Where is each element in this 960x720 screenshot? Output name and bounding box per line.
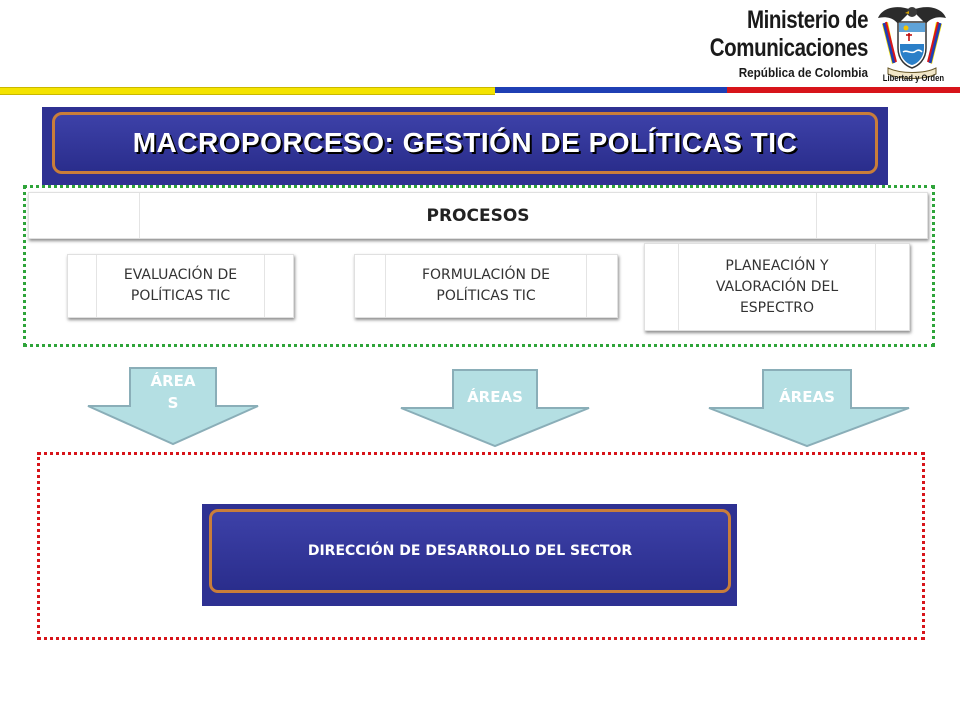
process-label-line-1: EVALUACIÓN DE <box>123 267 238 283</box>
processes-container <box>23 185 935 347</box>
flag-stripe-red <box>727 87 960 93</box>
direction-box: DIRECCIÓN DE DESARROLLO DEL SECTOR <box>209 509 731 593</box>
process-card-label: PLANEACIÓN Y VALORACIÓN DEL ESPECTRO <box>716 256 838 319</box>
flag-stripe-blue <box>495 87 727 93</box>
crest-motto: Libertad y Orden <box>882 73 944 83</box>
processes-header-label: PROCESOS <box>426 205 530 226</box>
arrow-label-1: ÁREA S <box>130 370 216 414</box>
process-label-line-2: VALORACIÓN DEL <box>715 278 839 295</box>
process-label-line-2: POLÍTICAS TIC <box>436 288 536 304</box>
arrow-label-line-1: ÁREA <box>150 372 196 390</box>
down-arrow-icon <box>87 367 259 446</box>
down-arrow-icon <box>400 369 590 448</box>
process-card-evaluacion: EVALUACIÓN DE POLÍTICAS TIC <box>67 254 294 318</box>
ministry-name: Ministerio de Comunicaciones República d… <box>675 6 869 80</box>
arrow-label-3: ÁREAS <box>779 388 835 406</box>
process-card-label: EVALUACIÓN DE POLÍTICAS TIC <box>124 265 237 307</box>
ministry-line-2: Comunicaciones <box>709 34 869 62</box>
process-label-line-2: POLÍTICAS TIC <box>130 288 231 304</box>
arrow-label-line-2: S <box>167 394 179 412</box>
process-label-line-1: PLANEACIÓN Y <box>725 257 829 274</box>
ministry-line-1: Ministerio de <box>746 6 869 34</box>
process-label-line-1: FORMULACIÓN DE <box>421 267 551 283</box>
macroprocess-title-box: MACROPORCESO: GESTIÓN DE POLÍTICAS TIC <box>52 112 878 174</box>
direction-container <box>37 452 925 640</box>
process-label-line-3: ESPECTRO <box>739 299 815 316</box>
down-arrow-icon <box>708 369 910 448</box>
ministry-country: República de Colombia <box>738 65 868 80</box>
direction-label: DIRECCIÓN DE DESARROLLO DEL SECTOR <box>307 543 633 559</box>
processes-header: PROCESOS <box>28 192 928 239</box>
process-card-planeacion: PLANEACIÓN Y VALORACIÓN DEL ESPECTRO <box>644 243 910 331</box>
flag-stripe-yellow <box>0 87 495 95</box>
process-card-label: FORMULACIÓN DE POLÍTICAS TIC <box>422 265 550 307</box>
process-card-formulacion: FORMULACIÓN DE POLÍTICAS TIC <box>354 254 618 318</box>
macroprocess-title: MACROPORCESO: GESTIÓN DE POLÍTICAS TIC <box>132 127 798 158</box>
colombia-coat-of-arms-icon <box>878 7 946 79</box>
arrow-label-2: ÁREAS <box>467 388 523 406</box>
